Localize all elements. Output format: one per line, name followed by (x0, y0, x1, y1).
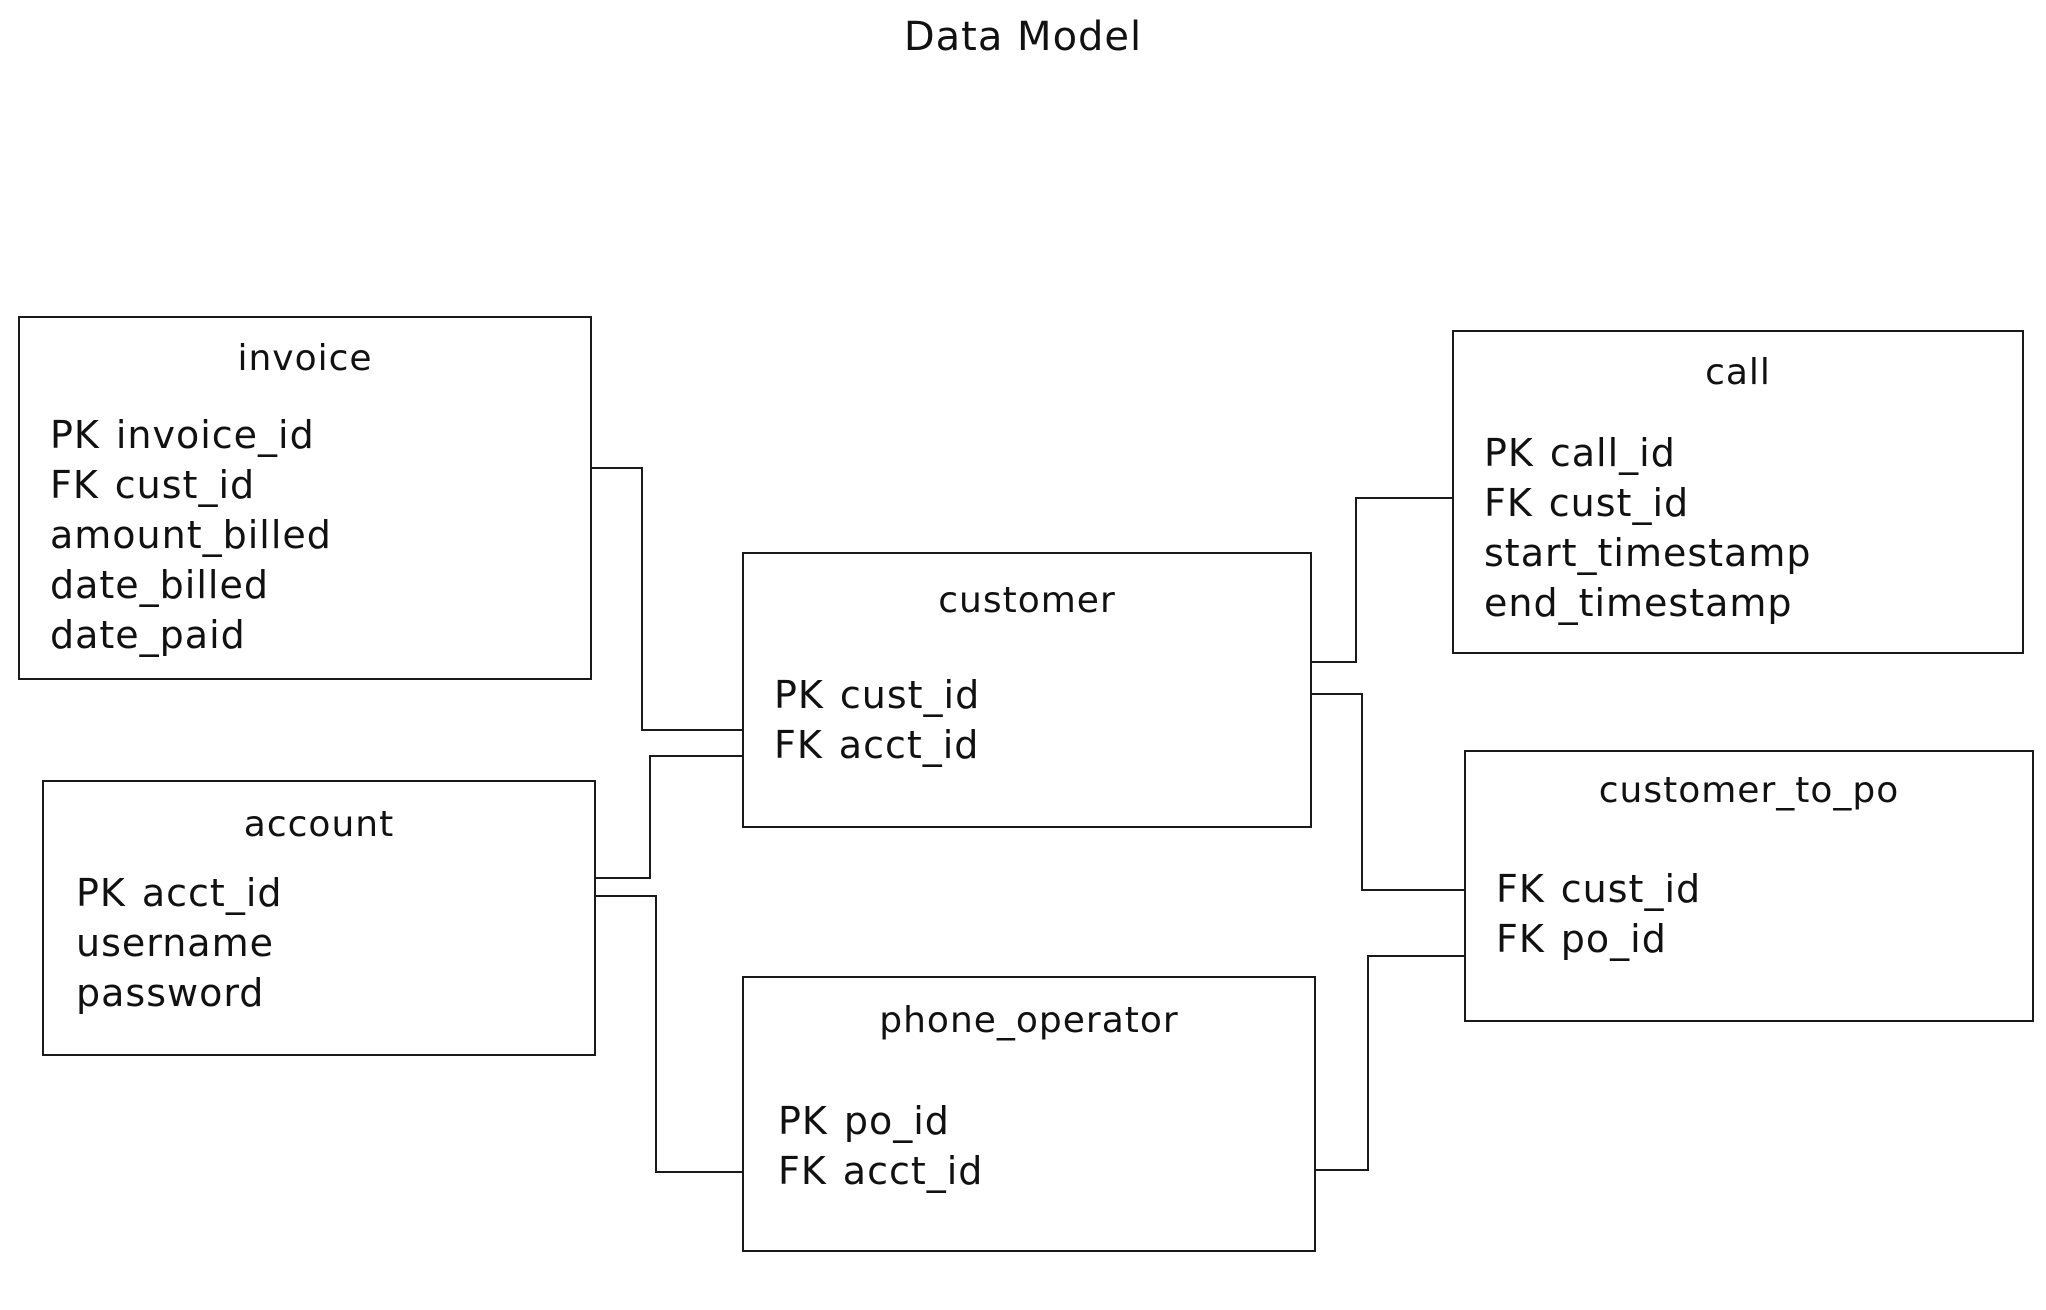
entity-phone-operator[interactable]: phone_operator PK po_id FK acct_id (742, 976, 1316, 1252)
entity-customer[interactable]: customer PK cust_id FK acct_id (742, 552, 1312, 828)
field-name: end_timestamp (1484, 581, 1793, 625)
field-invoice-cust-id: FK cust_id (50, 460, 332, 510)
field-name: acct_id (838, 723, 980, 767)
field-customer-to-po-po-id: FK po_id (1496, 914, 1701, 964)
field-account-username: username (76, 918, 283, 968)
connector-customer-call (1312, 497, 1452, 663)
field-call-start-timestamp: start_timestamp (1484, 528, 1811, 578)
connector-customer-customer-to-po (1312, 693, 1464, 891)
field-name: date_billed (50, 563, 269, 607)
field-name: username (76, 921, 274, 965)
field-name: po_id (843, 1099, 950, 1143)
entity-call-fields: PK call_id FK cust_id start_timestamp end_… (1484, 428, 1811, 628)
entity-customer-name: customer (938, 580, 1116, 621)
key-badge: PK (50, 413, 100, 457)
key-badge: FK (50, 463, 99, 507)
field-call-end-timestamp: end_timestamp (1484, 578, 1811, 628)
field-customer-to-po-cust-id: FK cust_id (1496, 864, 1701, 914)
key-badge: PK (76, 871, 126, 915)
field-name: password (76, 971, 265, 1015)
connector-invoice-customer (592, 467, 742, 731)
entity-invoice-name: invoice (237, 338, 373, 379)
field-name: invoice_id (115, 413, 315, 457)
key-badge: FK (1496, 867, 1545, 911)
entity-phone-operator-fields: PK po_id FK acct_id (778, 1096, 983, 1196)
field-name: acct_id (842, 1149, 984, 1193)
key-badge: FK (1496, 917, 1545, 961)
field-name: acct_id (141, 871, 283, 915)
entity-call[interactable]: call PK call_id FK cust_id start_timestamp… (1452, 330, 2024, 654)
entity-customer-fields: PK cust_id FK acct_id (774, 670, 980, 770)
field-phone-operator-acct-id: FK acct_id (778, 1146, 983, 1196)
field-name: po_id (1560, 917, 1667, 961)
field-call-cust-id: FK cust_id (1484, 478, 1811, 528)
field-account-acct-id: PK acct_id (76, 868, 283, 918)
field-name: cust_id (1548, 481, 1690, 525)
entity-phone-operator-name: phone_operator (879, 1000, 1179, 1041)
key-badge: PK (774, 673, 824, 717)
field-account-password: password (76, 968, 283, 1018)
key-badge: FK (774, 723, 823, 767)
connector-account-phone-operator (596, 895, 742, 1173)
key-badge: PK (1484, 431, 1534, 475)
field-name: start_timestamp (1484, 531, 1812, 575)
field-name: cust_id (1560, 867, 1702, 911)
entity-invoice-fields: PK invoice_id FK cust_id amount_billed dat… (50, 410, 332, 660)
field-invoice-invoice-id: PK invoice_id (50, 410, 332, 460)
entity-customer-to-po-fields: FK cust_id FK po_id (1496, 864, 1701, 964)
key-badge: PK (778, 1099, 828, 1143)
field-name: amount_billed (50, 513, 332, 557)
field-invoice-amount-billed: amount_billed (50, 510, 332, 560)
diagram-title: Data Model (903, 14, 1143, 60)
key-badge: FK (1484, 481, 1533, 525)
entity-account-name: account (243, 804, 395, 845)
connector-phone-operator-customer-to-po (1316, 955, 1464, 1171)
field-call-call-id: PK call_id (1484, 428, 1811, 478)
entity-customer-to-po[interactable]: customer_to_po FK cust_id FK po_id (1464, 750, 2034, 1022)
connector-account-customer (596, 755, 742, 879)
entity-call-name: call (1705, 352, 1771, 393)
field-customer-cust-id: PK cust_id (774, 670, 980, 720)
entity-account[interactable]: account PK acct_id username password (42, 780, 596, 1056)
field-name: cust_id (114, 463, 256, 507)
field-customer-acct-id: FK acct_id (774, 720, 980, 770)
entity-account-fields: PK acct_id username password (76, 868, 283, 1018)
field-name: date_paid (50, 613, 246, 657)
key-badge: FK (778, 1149, 827, 1193)
field-invoice-date-paid: date_paid (50, 610, 332, 660)
entity-invoice[interactable]: invoice PK invoice_id FK cust_id amount_bi… (18, 316, 592, 680)
field-phone-operator-po-id: PK po_id (778, 1096, 983, 1146)
field-invoice-date-billed: date_billed (50, 560, 332, 610)
field-name: cust_id (839, 673, 981, 717)
entity-customer-to-po-name: customer_to_po (1598, 770, 1900, 811)
field-name: call_id (1549, 431, 1676, 475)
